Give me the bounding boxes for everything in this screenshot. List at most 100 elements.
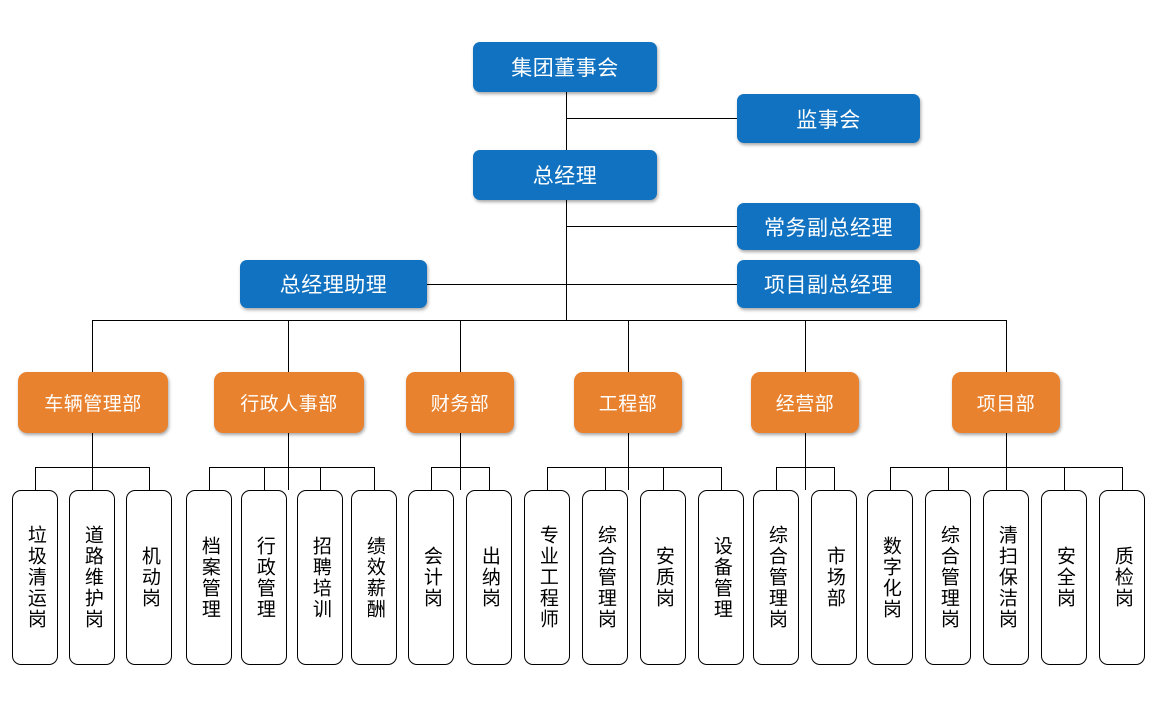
leaf-leg-7	[431, 467, 432, 490]
leaf-leg-16	[948, 467, 949, 490]
leaf-leg-12	[721, 467, 722, 490]
dept-vehicle-management[interactable]: 车辆管理部	[18, 372, 168, 433]
sub-bus-4	[776, 467, 834, 468]
leaf-leg-11	[663, 467, 664, 490]
dept-leg-3	[628, 320, 629, 372]
leaf-leg-14	[834, 467, 835, 490]
position-box[interactable]: 安全岗	[1041, 490, 1087, 665]
connector-to-gm-assistant	[427, 284, 567, 285]
position-label: 档案管理	[198, 535, 220, 620]
position-box[interactable]: 综合管理岗	[925, 490, 971, 665]
position-label: 综合管理岗	[937, 525, 959, 630]
dept-engineering-label: 工程部	[598, 394, 658, 415]
leaf-leg-1	[92, 467, 93, 490]
node-supervisory-board-label: 监事会	[796, 108, 861, 132]
dept-finance[interactable]: 财务部	[406, 372, 514, 433]
position-label: 招聘培训	[309, 535, 331, 620]
dept-engineering[interactable]: 工程部	[574, 372, 682, 433]
dept-admin-hr-label: 行政人事部	[240, 394, 338, 415]
position-box[interactable]: 道路维护岗	[69, 490, 115, 665]
position-box[interactable]: 招聘培训	[297, 490, 343, 665]
position-label: 综合管理岗	[765, 525, 787, 630]
leaf-leg-2	[149, 467, 150, 490]
dept-leg-0	[92, 320, 93, 372]
leaf-leg-17	[1006, 467, 1007, 490]
dept-leg-4	[805, 320, 806, 372]
dept-stem-5	[1006, 433, 1007, 490]
leaf-leg-3	[209, 467, 210, 490]
position-label: 行政管理	[253, 535, 275, 620]
position-box[interactable]: 清扫保洁岗	[983, 490, 1029, 665]
position-label: 道路维护岗	[81, 525, 103, 630]
dept-leg-1	[288, 320, 289, 372]
node-general-manager-label: 总经理	[532, 165, 598, 188]
position-box[interactable]: 专业工程师	[524, 490, 570, 665]
dept-stem-1	[288, 433, 289, 490]
position-label: 数字化岗	[879, 535, 901, 620]
position-label: 专业工程师	[536, 525, 558, 630]
position-box[interactable]: 行政管理	[241, 490, 287, 665]
dept-leg-2	[460, 320, 461, 372]
sub-bus-1	[209, 467, 374, 468]
position-box[interactable]: 垃圾清运岗	[12, 490, 58, 665]
node-general-manager[interactable]: 总经理	[473, 150, 657, 200]
leaf-leg-6	[374, 467, 375, 490]
position-label: 机动岗	[138, 546, 160, 609]
node-gm-assistant[interactable]: 总经理助理	[240, 260, 427, 308]
position-box[interactable]: 会计岗	[408, 490, 454, 665]
position-box[interactable]: 安质岗	[640, 490, 686, 665]
connector-to-project-vp	[566, 284, 738, 285]
leaf-leg-0	[35, 467, 36, 490]
leaf-leg-18	[1064, 467, 1065, 490]
position-label: 质检岗	[1111, 546, 1133, 609]
position-label: 出纳岗	[478, 546, 500, 609]
position-label: 会计岗	[420, 546, 442, 609]
position-box[interactable]: 综合管理岗	[753, 490, 799, 665]
leaf-leg-13	[776, 467, 777, 490]
position-label: 安全岗	[1053, 546, 1075, 609]
dept-finance-label: 财务部	[430, 394, 490, 415]
position-label: 垃圾清运岗	[24, 525, 46, 630]
position-box[interactable]: 出纳岗	[466, 490, 512, 665]
node-executive-vice-gm-label: 常务副总经理	[764, 216, 893, 240]
position-box[interactable]: 市场部	[811, 490, 857, 665]
dept-stem-2	[460, 433, 461, 490]
position-box[interactable]: 质检岗	[1099, 490, 1145, 665]
dept-operations-label: 经营部	[775, 394, 835, 415]
position-box[interactable]: 档案管理	[186, 490, 232, 665]
position-label: 绩效薪酬	[363, 535, 385, 620]
sub-bus-3	[547, 467, 721, 468]
node-project-vice-gm-label: 项目副总经理	[764, 274, 893, 297]
position-box[interactable]: 设备管理	[698, 490, 744, 665]
position-label: 清扫保洁岗	[995, 525, 1017, 630]
position-label: 安质岗	[652, 546, 674, 609]
position-box[interactable]: 综合管理岗	[582, 490, 628, 665]
connector-to-supervisory	[566, 118, 738, 119]
leaf-leg-19	[1122, 467, 1123, 490]
dept-project[interactable]: 项目部	[952, 372, 1060, 433]
node-supervisory-board[interactable]: 监事会	[737, 94, 920, 143]
node-board[interactable]: 集团董事会	[473, 42, 657, 92]
leaf-leg-10	[605, 467, 606, 490]
position-box[interactable]: 机动岗	[126, 490, 172, 665]
node-board-label: 集团董事会	[511, 57, 619, 80]
department-bus	[92, 320, 1007, 321]
node-gm-assistant-label: 总经理助理	[279, 274, 388, 297]
dept-project-label: 项目部	[976, 394, 1036, 415]
dept-stem-3	[628, 433, 629, 490]
position-box[interactable]: 绩效薪酬	[351, 490, 397, 665]
sub-bus-2	[431, 467, 489, 468]
dept-admin-hr[interactable]: 行政人事部	[214, 372, 364, 433]
node-project-vice-gm[interactable]: 项目副总经理	[737, 260, 920, 308]
leaf-leg-9	[547, 467, 548, 490]
leaf-leg-8	[489, 467, 490, 490]
position-label: 综合管理岗	[594, 525, 616, 630]
node-executive-vice-gm[interactable]: 常务副总经理	[737, 203, 920, 250]
leaf-leg-4	[264, 467, 265, 490]
dept-operations[interactable]: 经营部	[751, 372, 859, 433]
connector-board-to-gm	[566, 92, 567, 150]
dept-stem-4	[805, 433, 806, 490]
dept-stem-0	[92, 433, 93, 490]
position-box[interactable]: 数字化岗	[867, 490, 913, 665]
